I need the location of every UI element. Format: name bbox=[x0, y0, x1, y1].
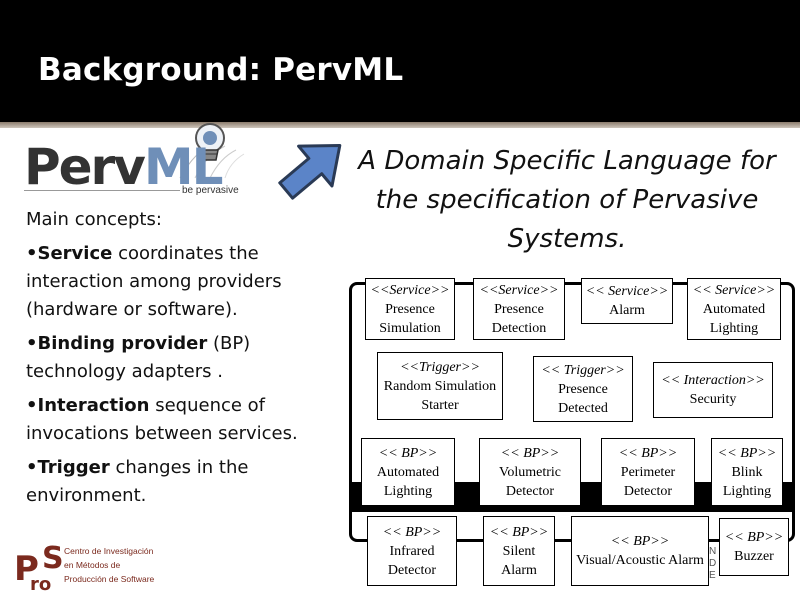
bp-box: << BP>> Automated Lighting bbox=[361, 438, 455, 506]
service-box: <<Service>> Presence Simulation bbox=[365, 278, 455, 340]
logo-tagline: be pervasive bbox=[182, 185, 239, 196]
pros-logo: P ro S Centro de Investigación en Método… bbox=[14, 538, 174, 594]
concept-term: •Service bbox=[26, 243, 113, 264]
pros-caption-line: Centro de Investigación bbox=[64, 546, 154, 556]
bp-box: << BP>> Silent Alarm bbox=[483, 516, 555, 586]
box-stereotype: << Service>> bbox=[585, 284, 669, 299]
box-stereotype: <<Service>> bbox=[370, 282, 450, 298]
slide-subtitle: A Domain Specific Language for the speci… bbox=[358, 146, 776, 254]
box-stereotype: << BP>> bbox=[382, 524, 442, 540]
cut-off-letters: N D E bbox=[709, 546, 717, 581]
box-name: Volumetric Detector bbox=[499, 464, 561, 499]
box-name: Presence Simulation bbox=[379, 301, 441, 336]
concept-desc: changes in the environment. bbox=[26, 457, 249, 506]
concept-desc: (BP) technology adapters . bbox=[26, 333, 251, 382]
concept-term: •Trigger bbox=[26, 457, 110, 478]
box-stereotype: << Trigger>> bbox=[541, 362, 625, 378]
logo-wordmark: PervML bbox=[24, 142, 223, 192]
svg-text:ro: ro bbox=[30, 574, 51, 594]
pros-caption: Centro de Investigación en Métodos de Pr… bbox=[64, 544, 154, 586]
pervml-diagram: <<Service>> Presence Simulation <<Servic… bbox=[345, 268, 800, 600]
box-name: Presence Detected bbox=[558, 381, 608, 416]
bp-box: << BP>> Perimeter Detector bbox=[601, 438, 695, 506]
box-stereotype: <<Service>> bbox=[479, 282, 559, 298]
box-stereotype: << BP>> bbox=[618, 445, 678, 461]
box-name: Silent Alarm bbox=[501, 543, 537, 578]
box-stereotype: << Service>> bbox=[692, 282, 776, 298]
box-name: Automated Lighting bbox=[376, 464, 440, 499]
pros-caption-line: en Métodos de bbox=[64, 560, 121, 570]
trigger-box: << Trigger>> Presence Detected bbox=[533, 356, 633, 422]
box-name: Alarm bbox=[609, 303, 645, 318]
box-stereotype: << BP>> bbox=[500, 445, 560, 461]
bp-box: << BP>> Blink Lighting bbox=[711, 438, 783, 506]
concept-bullet-service: •Service coordinates the interaction amo… bbox=[26, 240, 326, 324]
box-stereotype: << BP>> bbox=[610, 534, 670, 549]
logo-underline bbox=[24, 190, 180, 191]
box-stereotype: << Interaction>> bbox=[661, 373, 765, 388]
box-name: Buzzer bbox=[734, 549, 774, 564]
header-divider bbox=[0, 122, 800, 128]
concept-term: •Interaction bbox=[26, 395, 150, 416]
box-name: Visual/Acoustic Alarm bbox=[576, 553, 704, 568]
box-stereotype: << BP>> bbox=[489, 524, 549, 540]
interaction-box: << Interaction>> Security bbox=[653, 362, 773, 418]
concept-bullet-trigger: •Trigger changes in the environment. bbox=[26, 454, 326, 510]
service-box: <<Service>> Presence Detection bbox=[473, 278, 565, 340]
pros-letters-mark: P ro S bbox=[14, 541, 62, 594]
concepts-intro: Main concepts: bbox=[26, 209, 162, 230]
lightbulb-head-icon bbox=[179, 123, 245, 179]
box-name: Presence Detection bbox=[491, 301, 547, 336]
concepts-list: Main concepts: •Service coordinates the … bbox=[26, 206, 326, 516]
concept-term: •Binding provider bbox=[26, 333, 208, 354]
arrow-up-right-icon bbox=[278, 144, 342, 200]
box-name: Blink Lighting bbox=[722, 464, 772, 499]
header-bar bbox=[0, 0, 800, 122]
concept-desc: coordinates the interaction among provid… bbox=[26, 243, 282, 320]
bp-box: << BP>> Infrared Detector bbox=[367, 516, 457, 586]
box-stereotype: << BP>> bbox=[717, 445, 777, 461]
logo-ml: ML bbox=[143, 138, 224, 196]
box-name: Security bbox=[689, 392, 737, 407]
service-box: << Service>> Automated Lighting bbox=[687, 278, 781, 340]
box-name: Automated Lighting bbox=[702, 301, 766, 336]
bp-box: << BP>> Volumetric Detector bbox=[479, 438, 581, 506]
logo-perv: Perv bbox=[24, 138, 146, 196]
concept-bullet-binding-provider: •Binding provider (BP) technology adapte… bbox=[26, 330, 326, 386]
box-name: Perimeter Detector bbox=[620, 464, 676, 499]
svg-text:P: P bbox=[14, 549, 39, 589]
pervml-logo: PervML be pervasive bbox=[20, 120, 265, 202]
concept-bullet-interaction: •Interaction sequence of invocations bet… bbox=[26, 392, 326, 448]
bp-box: << BP>> Buzzer bbox=[719, 518, 789, 576]
trigger-box: <<Trigger>> Random Simulation Starter bbox=[377, 352, 503, 420]
concept-desc: sequence of invocations between services… bbox=[26, 395, 298, 444]
bp-box: << BP>> Visual/Acoustic Alarm bbox=[571, 516, 709, 586]
svg-text:S: S bbox=[42, 541, 62, 576]
service-box: << Service>> Alarm bbox=[581, 278, 673, 324]
pros-caption-line: Producción de Software bbox=[64, 574, 155, 584]
box-name: Infrared Detector bbox=[387, 543, 437, 578]
box-name: Random Simulation Starter bbox=[383, 378, 497, 413]
slide-title: Background: PervML bbox=[38, 52, 404, 88]
box-stereotype: <<Trigger>> bbox=[400, 359, 480, 375]
box-stereotype: << BP>> bbox=[724, 530, 784, 545]
box-stereotype: << BP>> bbox=[378, 445, 438, 461]
